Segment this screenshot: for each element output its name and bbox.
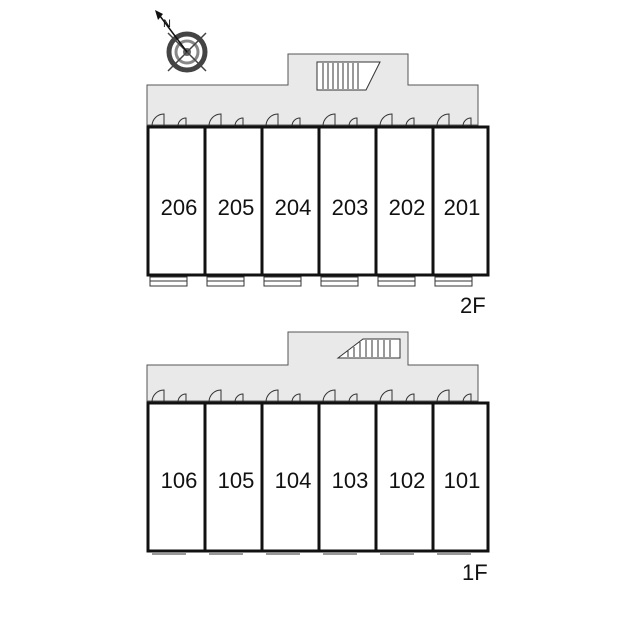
unit-number: 206 (161, 195, 198, 220)
corridor-1f (146, 331, 479, 402)
unit-room (146, 401, 207, 553)
door-swings-2f (151, 113, 472, 127)
units-1f (146, 401, 490, 553)
unit-room (374, 401, 435, 553)
unit-room (431, 125, 490, 277)
unit-number: 104 (275, 468, 312, 493)
unit-room (260, 125, 321, 277)
floor-2f: 206 205 204 203 202 201 2F (146, 53, 490, 318)
compass-icon: N (155, 10, 208, 73)
units-2f (146, 125, 490, 277)
floor-label-1f: 1F (462, 560, 488, 585)
unit-number: 101 (444, 468, 481, 493)
unit-room (317, 401, 378, 553)
unit-number: 201 (444, 195, 481, 220)
unit-number: 202 (389, 195, 426, 220)
unit-number: 102 (389, 468, 426, 493)
door-swings-1f (151, 389, 472, 403)
compass-north-label: N (163, 18, 171, 30)
corridor-2f (146, 53, 479, 126)
unit-number: 203 (332, 195, 369, 220)
unit-number: 103 (332, 468, 369, 493)
balconies-2f (149, 276, 473, 287)
unit-number: 106 (161, 468, 198, 493)
unit-number: 204 (275, 195, 312, 220)
unit-room (203, 401, 264, 553)
staircase-2f (316, 61, 381, 91)
floor-1f: 106 105 104 103 102 101 1F (146, 331, 490, 585)
unit-number: 105 (218, 468, 255, 493)
unit-room (431, 401, 490, 553)
floor-label-2f: 2F (460, 293, 486, 318)
unit-room (374, 125, 435, 277)
unit-number: 205 (218, 195, 255, 220)
staircase-1f (336, 338, 401, 359)
